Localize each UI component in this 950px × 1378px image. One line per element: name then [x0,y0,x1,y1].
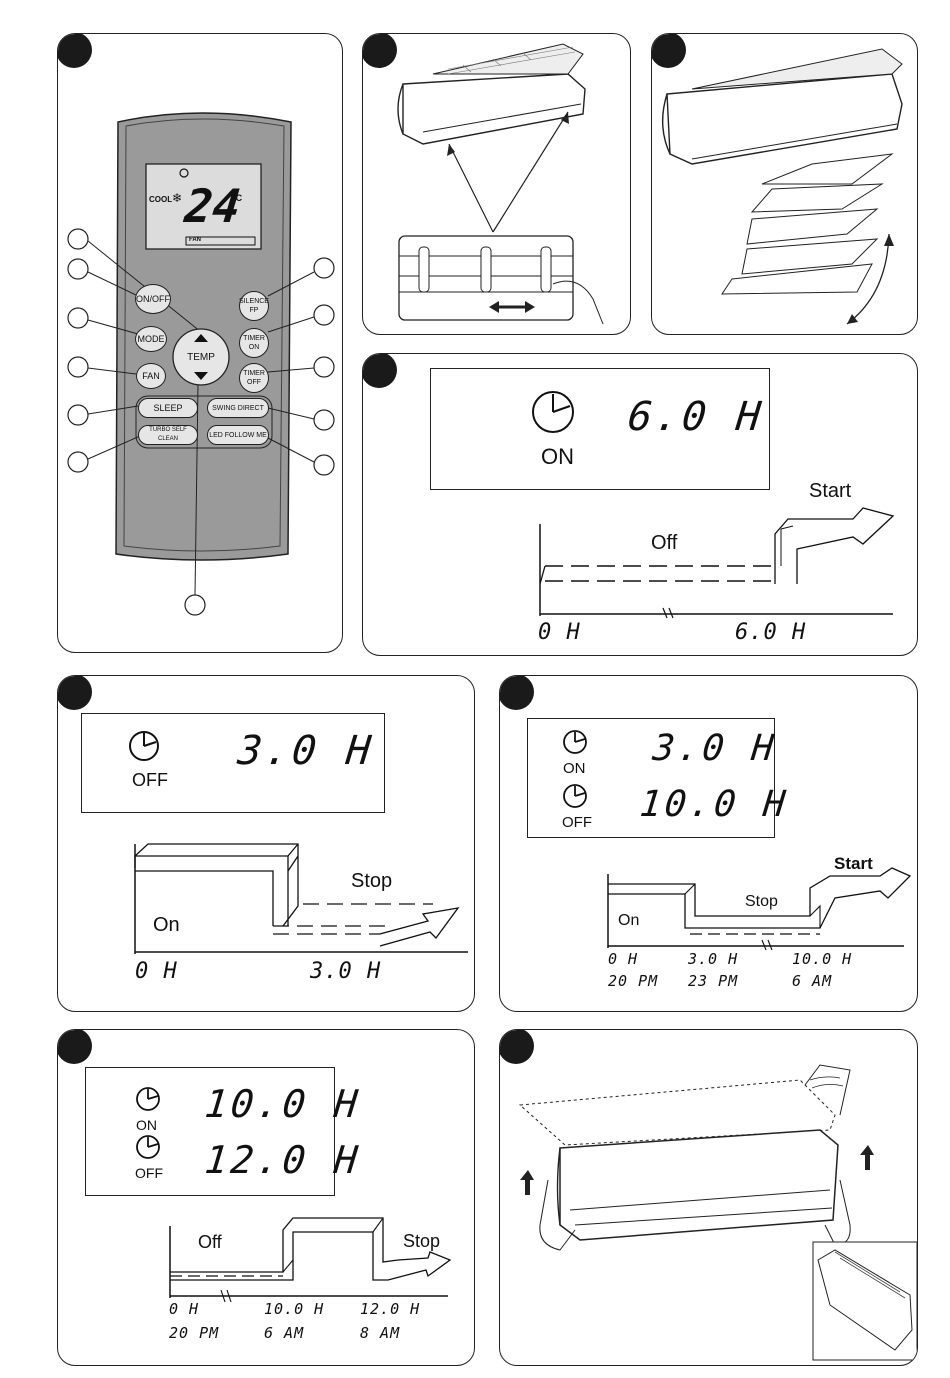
on-label: On [153,914,180,936]
timer-on-off-panel: 3.0 H 10.0 H ON OFF Start Stop On 0 H 20… [499,675,918,1012]
on-value: 3.0 H [650,728,779,769]
step-marker [363,34,397,68]
off-value: 10.0 H [637,784,791,825]
mode-display: COOL [149,195,173,204]
timer-lcd [527,718,775,838]
on-clock-label: ON [563,760,586,777]
louver-adjust-panel [362,33,631,335]
step-marker [363,354,397,388]
x-tick-start: 0 H [135,959,178,984]
tick-1-time: 6 AM [264,1324,305,1342]
timer-on-button[interactable]: TIMER ON [239,328,269,358]
tick-1-hours: 3.0 H [688,950,739,968]
start-label: Start [834,854,873,873]
remote-panel: COOL ❄ 24 °C FAN ON/OFF MODE FAN TEMP SI… [57,33,343,653]
tick-2-hours: 12.0 H [360,1300,421,1318]
timer-lcd [430,368,770,490]
step-marker [500,676,534,710]
timer-off-label: OFF [132,770,168,790]
tick-0-hours: 0 H [169,1300,200,1318]
timer-off-on-panel: 10.0 H 12.0 H ON OFF Off Stop 0 H 20 PM … [57,1029,475,1366]
tick-2-time: 6 AM [792,972,833,990]
off-clock-label: OFF [562,814,592,831]
x-tick-start: 0 H [538,620,581,645]
on-value: 10.0 H [202,1082,363,1126]
start-label: Start [809,480,852,502]
off-label: Off [651,532,678,554]
open-panel-panel [499,1029,918,1366]
x-tick-end: 3.0 H [310,959,382,984]
tick-0-time: 20 PM [608,972,659,990]
step-marker [500,1030,534,1064]
fan-indicator: FAN [189,237,201,243]
stop-label: Stop [745,893,778,910]
timer-on-chart [532,391,895,619]
mode-button[interactable]: MODE [135,326,167,352]
stop-label: Stop [403,1231,441,1251]
swing-button[interactable]: SWING DIRECT [207,398,269,418]
on-state-label: On [618,912,640,929]
on-off-button[interactable]: ON/OFF [135,284,171,314]
stop-label: Stop [351,870,393,892]
timer-off-button[interactable]: TIMER OFF [239,363,269,393]
tick-1-hours: 10.0 H [264,1300,325,1318]
tick-0-hours: 0 H [608,950,639,968]
timer-off-on-chart [136,1087,452,1303]
tick-2-hours: 10.0 H [792,950,853,968]
remote-drawing [67,112,335,616]
timer-on-panel: 6.0 H ON Start Off 0 H 6.0 H [362,353,918,656]
timer-on-label: ON [541,444,574,469]
timer-value: 3.0 H [235,728,376,774]
step-marker [58,1030,92,1064]
sleep-button[interactable]: SLEEP [138,398,198,418]
silence-button[interactable]: SILENCE FP [239,291,269,321]
off-clock-label: OFF [135,1165,163,1181]
step-marker [58,34,92,68]
timer-on-off-chart [563,730,912,951]
timer-lcd [85,1067,335,1196]
tick-0-time: 20 PM [169,1324,220,1342]
timer-lcd [81,713,385,813]
snowflake-icon: ❄ [172,191,183,205]
louver-drawing [397,43,604,325]
fan-button[interactable]: FAN [136,363,166,389]
led-button[interactable]: LED FOLLOW ME [207,425,269,445]
tick-1-time: 23 PM [688,972,739,990]
x-tick-end: 6.0 H [735,620,807,645]
timer-off-panel: 3.0 H OFF Stop On 0 H 3.0 H [57,675,475,1012]
off-state-label: Off [198,1232,222,1252]
step-marker [652,34,686,68]
temp-button[interactable]: TEMP [187,351,215,363]
turbo-button[interactable]: TURBO SELF CLEAN [138,425,198,445]
timer-value: 6.0 H [625,394,766,440]
swing-panel [651,33,918,335]
temp-display: 24 [182,179,244,233]
tick-2-time: 8 AM [360,1324,401,1342]
off-value: 12.0 H [202,1138,363,1182]
open-panel-drawing [518,1064,917,1361]
on-clock-label: ON [136,1117,157,1133]
swing-drawing [662,48,903,325]
timer-off-chart [129,731,468,954]
temp-unit: °C [232,193,243,203]
step-marker [58,676,92,710]
